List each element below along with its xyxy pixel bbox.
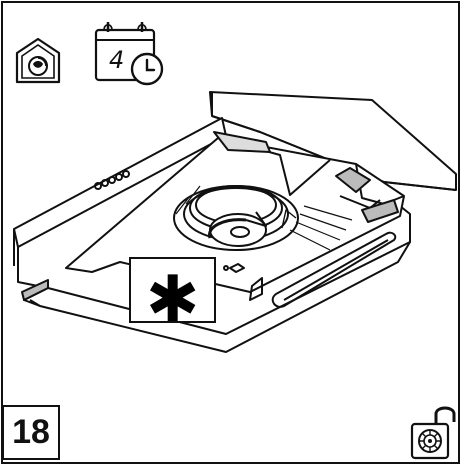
- asterisk-symbol: ✱: [145, 263, 200, 337]
- calendar-clock-icon: 4: [94, 22, 164, 86]
- step-number-box: 18: [2, 405, 60, 460]
- house-filter-icon: [15, 37, 61, 84]
- unlock-filter-icon: [410, 406, 456, 460]
- svg-text:4: 4: [109, 46, 124, 74]
- step-number: 18: [12, 413, 50, 451]
- star-callout: ✱: [129, 257, 216, 332]
